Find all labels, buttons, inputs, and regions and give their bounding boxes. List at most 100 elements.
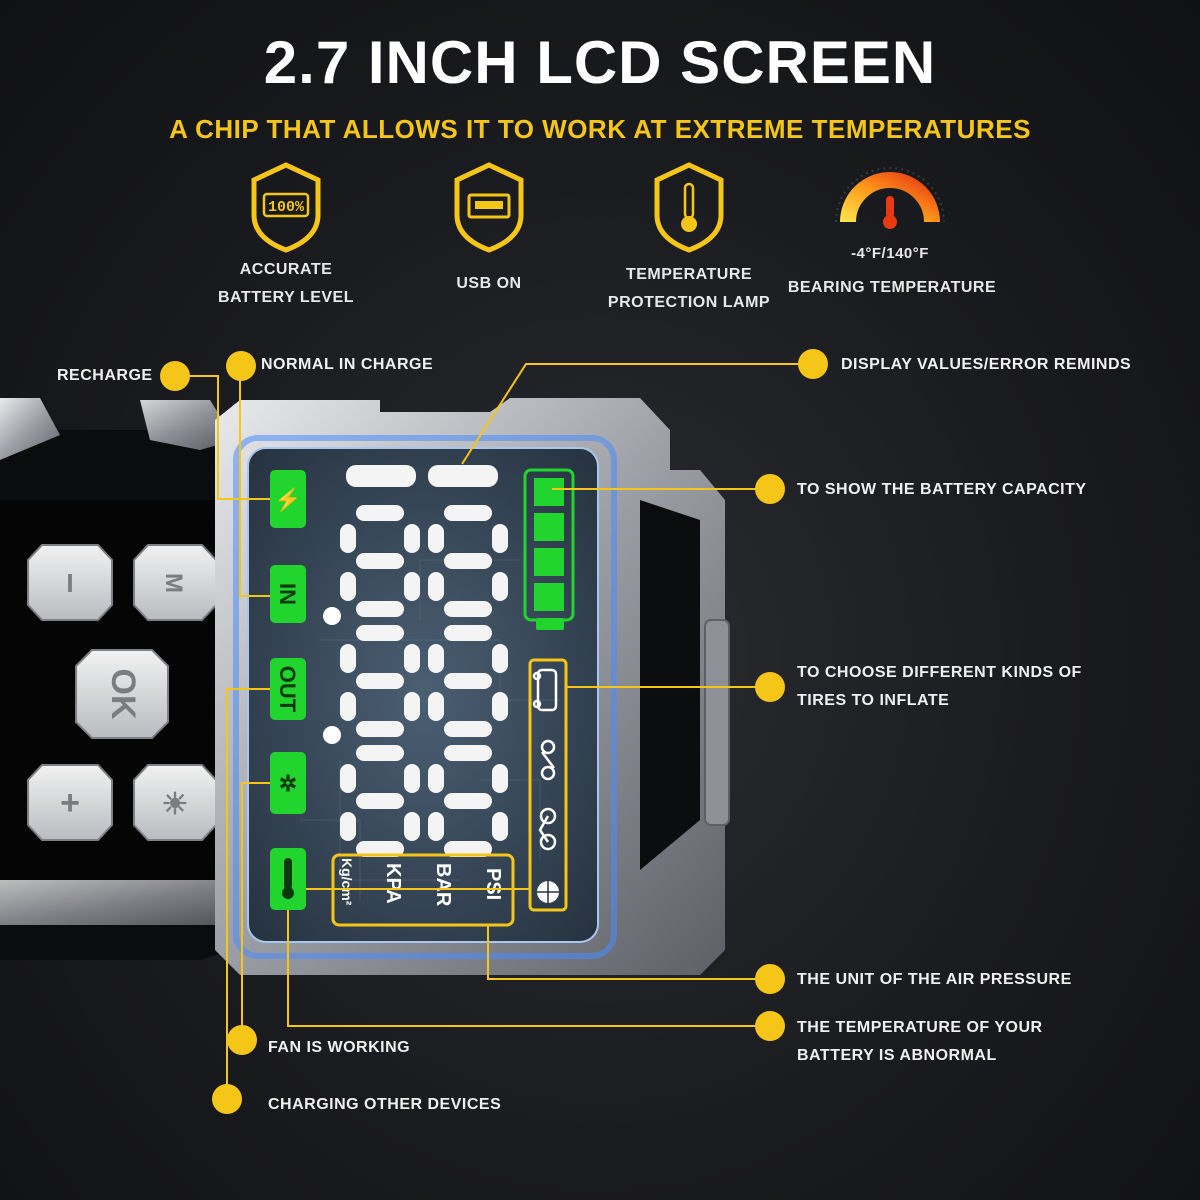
segment-b-3 xyxy=(492,644,508,673)
segment-c-3 xyxy=(492,692,508,721)
segment-d-2 xyxy=(356,721,404,737)
segment-e-0 xyxy=(340,572,356,601)
ball-icon xyxy=(537,881,559,903)
callout-recharge: RECHARGE xyxy=(57,367,153,384)
segment-f-0 xyxy=(340,524,356,553)
segment-c-0 xyxy=(404,572,420,601)
usb-shield-icon xyxy=(454,162,524,253)
minus-button[interactable]: I xyxy=(27,544,113,621)
callout-dot-fan xyxy=(227,1025,257,1055)
motorcycle-icon xyxy=(540,739,556,781)
segment-e-1 xyxy=(428,572,444,601)
segment-g-3 xyxy=(444,673,492,689)
battery-bar-3 xyxy=(534,548,564,576)
svg-text:☀: ☀ xyxy=(162,788,189,821)
lcd-decimal-point-1 xyxy=(323,607,341,625)
lcd-fan-icon: ✲ xyxy=(270,752,306,814)
callout-fan-working: FAN IS WORKING xyxy=(268,1039,411,1056)
svg-text:OK: OK xyxy=(104,669,142,720)
lcd-screen xyxy=(233,435,617,959)
segment-g-2 xyxy=(356,673,404,689)
battery-bar-4 xyxy=(534,583,564,611)
segment-b-2 xyxy=(404,644,420,673)
segment-g-0 xyxy=(356,553,404,569)
callout-dot-battery xyxy=(755,474,785,504)
callout-dot-temperature xyxy=(755,1011,785,1041)
segment-b-0 xyxy=(404,524,420,553)
lcd-recharge-icon: ⚡ xyxy=(270,470,306,528)
segment-e-2 xyxy=(340,692,356,721)
segment-f-4 xyxy=(340,764,356,793)
segment-a-5 xyxy=(444,745,492,761)
callout-dot-recharge xyxy=(160,361,190,391)
unit-psi: PSI xyxy=(482,868,504,900)
callout-dot-display xyxy=(798,349,828,379)
callout-leader-lines xyxy=(175,363,812,1099)
svg-text:⚡: ⚡ xyxy=(274,487,301,513)
svg-text:OUT: OUT xyxy=(275,666,300,713)
lcd-digit-row-2 xyxy=(340,625,508,737)
unit-kpa: KPA xyxy=(382,863,404,904)
segment-c-4 xyxy=(404,812,420,841)
lcd-out-icon: OUT xyxy=(270,658,306,720)
segment-d-3 xyxy=(444,721,492,737)
lcd-battery-gauge xyxy=(523,468,575,630)
segment-a-4 xyxy=(356,745,404,761)
callout-dot-tires xyxy=(755,672,785,702)
segment-e-5 xyxy=(428,812,444,841)
svg-text:✲: ✲ xyxy=(279,771,297,796)
unit-bar: BAR xyxy=(432,863,454,907)
segment-a-1 xyxy=(444,505,492,521)
callout-dot-normal-charge xyxy=(226,351,256,381)
car-icon xyxy=(532,668,558,712)
segment-c-5 xyxy=(492,812,508,841)
svg-text:M: M xyxy=(160,573,187,593)
segment-d-0 xyxy=(356,601,404,617)
battery-percent-badge: 100% xyxy=(268,199,305,216)
gauge-range-label: -4°F/140°F xyxy=(851,245,929,262)
segment-d-1 xyxy=(444,601,492,617)
svg-text:I: I xyxy=(66,568,73,598)
lcd-status-bar-left xyxy=(346,465,416,487)
lcd-in-icon: IN xyxy=(270,565,306,623)
segment-c-1 xyxy=(492,572,508,601)
lcd-status-bar-right xyxy=(428,465,498,487)
callout-dot-units xyxy=(755,964,785,994)
callout-dot-charging xyxy=(212,1084,242,1114)
callout-display-values: DISPLAY VALUES/ERROR REMINDS xyxy=(841,356,1132,373)
segment-b-4 xyxy=(404,764,420,793)
temperature-gauge-icon xyxy=(835,167,945,229)
callout-charging-devices: CHARGING OTHER DEVICES xyxy=(268,1096,502,1113)
segment-d-4 xyxy=(356,841,404,857)
battery-100-shield-icon: 100% xyxy=(251,162,321,253)
bicycle-icon xyxy=(538,807,557,851)
segment-c-2 xyxy=(404,692,420,721)
segment-a-0 xyxy=(356,505,404,521)
segment-b-1 xyxy=(492,524,508,553)
light-button[interactable]: ☀ xyxy=(133,764,217,841)
callout-battery-capacity: TO SHOW THE BATTERY CAPACITY xyxy=(797,481,1087,498)
lcd-digit-row-1 xyxy=(340,505,508,617)
plus-button[interactable]: + xyxy=(27,764,113,841)
segment-a-2 xyxy=(356,625,404,641)
lcd-decimal-point-2 xyxy=(323,726,341,744)
callout-air-pressure-unit: THE UNIT OF THE AIR PRESSURE xyxy=(797,971,1072,988)
ok-button[interactable]: OK xyxy=(75,649,169,739)
callout-normal-in-charge: NORMAL IN CHARGE xyxy=(261,356,434,373)
unit-kgcm2: Kg/cm² xyxy=(339,858,355,906)
segment-e-4 xyxy=(340,812,356,841)
page-subtitle: A CHIP THAT ALLOWS IT TO WORK AT EXTREME… xyxy=(169,114,1031,144)
lcd-temperature-icon xyxy=(270,848,306,910)
mode-button[interactable]: M xyxy=(133,544,217,621)
segment-g-1 xyxy=(444,553,492,569)
battery-bar-2 xyxy=(534,513,564,541)
segment-f-2 xyxy=(340,644,356,673)
segment-f-1 xyxy=(428,524,444,553)
battery-bar-1 xyxy=(534,478,564,506)
feature-usb-label: USB ON xyxy=(456,275,522,292)
